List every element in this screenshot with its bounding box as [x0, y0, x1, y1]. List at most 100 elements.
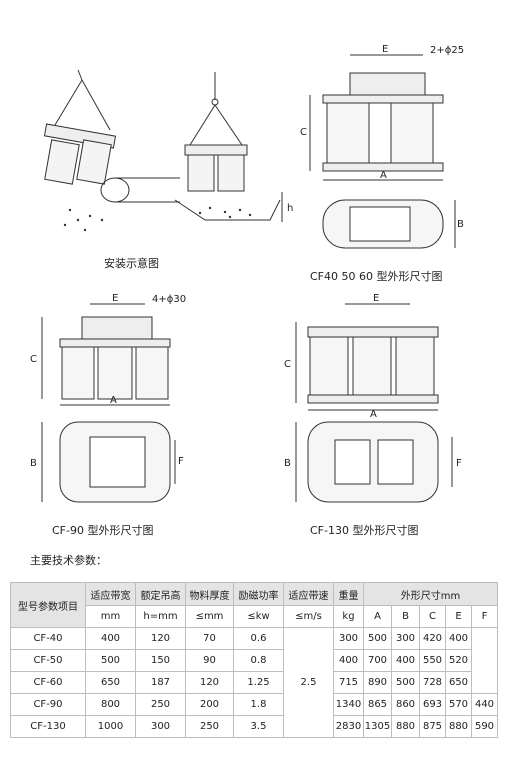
dim-c: C [30, 354, 37, 365]
unit-thickness: ≤mm [185, 605, 234, 628]
unit-belt-width: mm [85, 605, 136, 628]
cell-power: 0.6 [233, 627, 284, 650]
cell-power: 0.8 [233, 649, 284, 672]
cell-c: 420 [419, 627, 446, 650]
cell-power: 3.5 [233, 715, 284, 738]
cell-speed: 2.5 [283, 627, 334, 738]
dim-c: C [284, 359, 291, 370]
cf40-diagram: E 2+ϕ25 C A B [300, 45, 464, 249]
cell-weight: 2830 [333, 715, 364, 738]
dim-e: E [373, 293, 379, 304]
header-power: 励磁功率 [233, 582, 284, 606]
dim-col-a: A [363, 605, 392, 628]
cell-model: CF-50 [10, 649, 86, 672]
header-hang-height: 额定吊高 [135, 582, 186, 606]
dim-col-c: C [419, 605, 446, 628]
cf90-caption: CF-90 型外形尺寸图 [52, 524, 154, 537]
cell-f: 440 [470, 693, 499, 716]
header-belt-width: 适应带宽 [85, 582, 136, 606]
cf130-diagram: E C A B F [284, 293, 462, 503]
cell-f: 590 [470, 715, 499, 738]
cell-belt: 500 [85, 649, 136, 672]
cell-e: 880 [445, 715, 472, 738]
dim-c: C [300, 127, 307, 138]
dim-col-e: E [445, 605, 472, 628]
cell-b: 300 [391, 627, 420, 650]
holes-label: 2+ϕ25 [430, 45, 464, 56]
cell-belt: 1000 [85, 715, 136, 738]
cell-weight: 400 [333, 649, 364, 672]
cell-f [470, 627, 499, 694]
dim-f: F [456, 458, 462, 469]
cell-hang: 300 [135, 715, 186, 738]
header-model: 型号参数项目 [10, 582, 86, 628]
cell-c: 875 [419, 715, 446, 738]
dim-h: h [287, 203, 293, 214]
dim-b: B [457, 219, 464, 230]
cell-b: 860 [391, 693, 420, 716]
cell-c: 728 [419, 671, 446, 694]
cell-model: CF-60 [10, 671, 86, 694]
cell-thick: 70 [185, 627, 234, 650]
cell-a: 890 [363, 671, 392, 694]
cell-c: 550 [419, 649, 446, 672]
unit-power: ≤kw [233, 605, 284, 628]
cell-hang: 150 [135, 649, 186, 672]
cell-weight: 300 [333, 627, 364, 650]
cell-belt: 400 [85, 627, 136, 650]
cell-thick: 250 [185, 715, 234, 738]
cf40-caption: CF40 50 60 型外形尺寸图 [310, 270, 443, 283]
dim-col-f: F [470, 605, 499, 628]
cell-weight: 715 [333, 671, 364, 694]
cell-model: CF-130 [10, 715, 86, 738]
cell-model: CF-90 [10, 693, 86, 716]
cell-thick: 90 [185, 649, 234, 672]
table-row: CF-50 500 150 90 0.8 400 700 400 550 520 [10, 649, 498, 672]
spec-heading: 主要技术参数： [30, 554, 107, 567]
cell-hang: 187 [135, 671, 186, 694]
dim-b: B [284, 458, 291, 469]
table-row: CF-130 1000 300 250 3.5 2830 1305 880 87… [10, 715, 499, 738]
cell-belt: 650 [85, 671, 136, 694]
table-row: CF-60 650 187 120 1.25 715 890 500 728 6… [10, 671, 498, 694]
header-speed: 适应带速 [283, 582, 334, 606]
dim-a: A [110, 395, 117, 406]
install-caption: 安装示意图 [104, 257, 159, 270]
cf90-diagram: E 4+ϕ30 C A B F [30, 293, 186, 503]
unit-weight: kg [333, 605, 364, 628]
cell-e: 650 [445, 671, 472, 694]
dim-b: B [30, 458, 37, 469]
cell-thick: 120 [185, 671, 234, 694]
holes-label: 4+ϕ30 [152, 294, 186, 305]
dim-a: A [380, 170, 387, 181]
cell-a: 500 [363, 627, 392, 650]
cell-thick: 200 [185, 693, 234, 716]
cell-a: 700 [363, 649, 392, 672]
unit-speed: ≤m/s [283, 605, 334, 628]
header-thickness: 物料厚度 [185, 582, 234, 606]
table-row: CF-40 400 120 70 0.6 2.5 300 500 300 420… [10, 627, 499, 738]
cell-belt: 800 [85, 693, 136, 716]
cf130-caption: CF-130 型外形尺寸图 [310, 524, 419, 537]
cell-power: 1.25 [233, 671, 284, 694]
cell-a: 865 [363, 693, 392, 716]
header-dims: 外形尺寸mm [362, 582, 499, 606]
unit-hang-height: h=mm [135, 605, 186, 628]
cell-hang: 250 [135, 693, 186, 716]
dim-col-b: B [391, 605, 420, 628]
cell-weight: 1340 [333, 693, 364, 716]
cell-model: CF-40 [10, 627, 86, 650]
dim-e: E [382, 45, 388, 55]
cell-e: 400 [445, 627, 472, 650]
cell-b: 400 [391, 649, 420, 672]
cell-power: 1.8 [233, 693, 284, 716]
cell-e: 570 [445, 693, 472, 716]
cell-b: 500 [391, 671, 420, 694]
cell-hang: 120 [135, 627, 186, 650]
dim-a: A [370, 409, 377, 420]
dim-e: E [112, 293, 118, 304]
spec-table: 型号参数项目 适应带宽 额定吊高 物料厚度 励磁功率 适应带速 重量 外形尺寸m… [10, 582, 499, 738]
dim-f: F [178, 456, 184, 467]
installation-diagram: h [43, 70, 293, 232]
table-row: CF-90 800 250 200 1.8 1340 865 860 693 5… [10, 693, 499, 716]
